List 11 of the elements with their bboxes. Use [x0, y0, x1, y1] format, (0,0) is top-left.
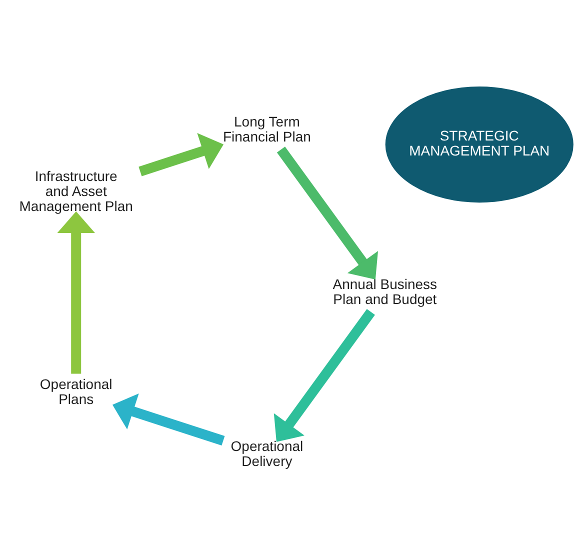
node-ellipse: STRATEGIC MANAGEMENT PLAN: [385, 86, 574, 202]
node-text: Long Term Financial Plan: [223, 112, 311, 144]
arrow: [276, 146, 378, 280]
arrow: [274, 308, 375, 442]
arrow: [112, 393, 225, 446]
arrow: [138, 132, 224, 176]
node-text: Operational Plans: [40, 376, 112, 407]
node-text: Annual Business Plan and Budget: [332, 275, 438, 306]
arrow: [57, 210, 96, 374]
node-text: Operational Delivery: [230, 438, 304, 469]
node-text: Infrastructure and Asset Management Plan: [19, 167, 133, 214]
